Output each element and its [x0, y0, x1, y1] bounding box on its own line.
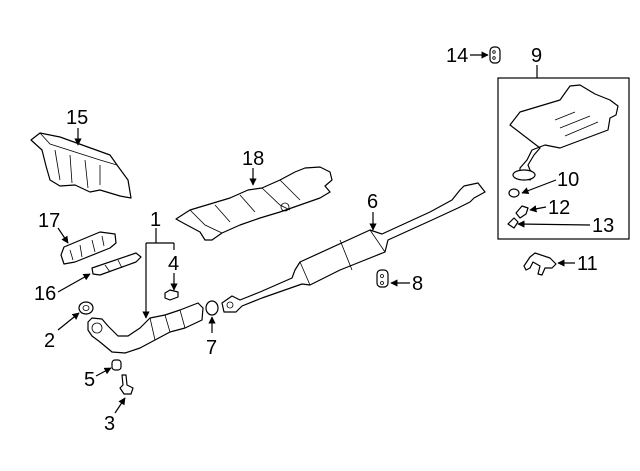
part-4-bolt[interactable] — [164, 289, 179, 301]
callout-9: 9 — [531, 45, 542, 67]
callout-2: 2 — [44, 330, 55, 352]
callout-11: 11 — [577, 253, 598, 275]
part-5-nut[interactable] — [111, 359, 122, 371]
part-18-heat-shield[interactable] — [175, 166, 333, 241]
part-17-heat-shield[interactable] — [60, 231, 117, 265]
callout-16: 16 — [34, 283, 56, 305]
callout-labels: 15 17 16 1 4 2 5 3 7 18 6 8 14 9 10 12 1… — [34, 45, 614, 435]
callout-7: 7 — [206, 337, 217, 359]
part-13-bolt[interactable] — [507, 217, 519, 229]
callout-3: 3 — [104, 413, 115, 435]
callout-10: 10 — [557, 169, 579, 191]
part-12-spring[interactable] — [515, 205, 529, 219]
part-9-kit-box — [497, 77, 630, 240]
part-16-heat-shield[interactable] — [91, 252, 142, 276]
part-3-stud-bolt[interactable] — [119, 374, 134, 395]
part-1-front-pipe-catalytic-converter[interactable] — [87, 302, 204, 354]
part-7-gasket[interactable] — [205, 300, 219, 316]
callout-4: 4 — [168, 253, 179, 275]
leader-lines — [57, 51, 591, 414]
callout-14: 14 — [446, 45, 468, 67]
part-14-hanger-insulator[interactable] — [489, 46, 501, 64]
callout-12: 12 — [548, 197, 570, 219]
callout-1: 1 — [150, 209, 161, 231]
part-11-hanger-bracket[interactable] — [523, 252, 557, 276]
callout-8: 8 — [412, 273, 423, 295]
part-9-muffler[interactable] — [509, 84, 619, 181]
part-10-gasket[interactable] — [508, 188, 520, 198]
part-2-gasket[interactable] — [78, 301, 94, 315]
part-8-hanger-insulator[interactable] — [376, 269, 389, 288]
callout-17: 17 — [38, 210, 60, 232]
callout-15: 15 — [66, 107, 88, 129]
callout-6: 6 — [367, 191, 378, 213]
part-15-heat-shield[interactable] — [30, 132, 132, 199]
callout-5: 5 — [84, 369, 95, 391]
callout-13: 13 — [592, 215, 614, 237]
part-6-center-pipe-resonator[interactable] — [221, 182, 486, 313]
callout-18: 18 — [242, 148, 264, 170]
